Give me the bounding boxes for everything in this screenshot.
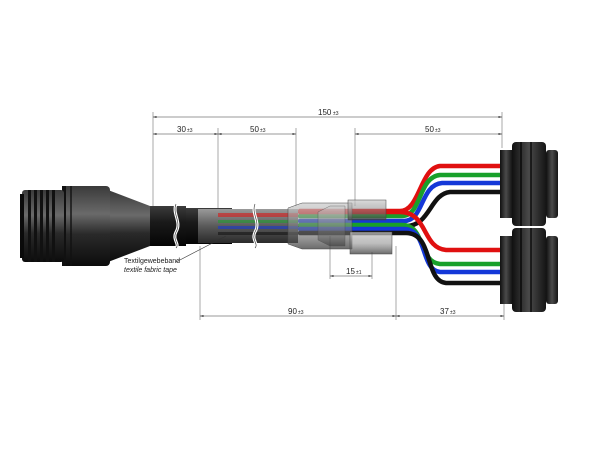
dim-30-value: 30: [177, 125, 186, 134]
dim-37-tol: ±3: [450, 310, 456, 316]
heat-shrink-sleeves: [287, 199, 393, 255]
dim-50-right-tol: ±3: [435, 128, 441, 134]
sleeve-inner: [317, 205, 346, 247]
wire-red-lower: [297, 209, 508, 253]
dim-30-tol: ±3: [187, 128, 193, 134]
left-connector-boot: [108, 190, 150, 262]
upper-socket-flange: [500, 150, 512, 218]
callout-label-de: Textilgewebeband: [124, 258, 180, 265]
dim-15-value: 15: [346, 267, 355, 276]
dim-90-tol: ±3: [298, 310, 304, 316]
callout-label-en: textile fabric tape: [124, 267, 177, 274]
dim-total-tol: ±3: [333, 111, 339, 117]
dimension-total: 150 ±3: [153, 108, 502, 119]
sleeve-lower-branch: [349, 231, 393, 255]
lower-socket-body: [512, 228, 546, 312]
dimension-50-left: 50 ±3: [218, 125, 296, 136]
dim-37-value: 37: [440, 307, 449, 316]
dim-15-tol: ±1: [356, 270, 362, 276]
lower-socket-cap: [546, 236, 558, 304]
wire-blue-upper: [297, 180, 508, 224]
dimension-90: 90 ±3: [200, 307, 396, 318]
callout-leader: [175, 235, 227, 263]
main-cable: [150, 203, 298, 250]
dimension-30: 30 ±3: [153, 125, 218, 136]
dimension-15: 15 ±1: [330, 267, 372, 278]
dimension-50-right: 50 ±3: [355, 125, 502, 136]
left-connector: [20, 186, 150, 266]
dimension-37: 37 ±3: [396, 307, 504, 318]
textile-tape-callout: Textilgewebeband textile fabric tape: [124, 235, 227, 274]
lower-socket-flange: [500, 236, 512, 304]
dim-90-value: 90: [288, 307, 297, 316]
wire-black-lower: [297, 230, 508, 286]
sleeve-upper-branch: [347, 199, 387, 221]
wire-bundle: [297, 163, 508, 286]
lower-socket: [500, 228, 558, 312]
dim-50-right-value: 50: [425, 125, 434, 134]
upper-socket: [500, 142, 558, 226]
upper-socket-cap: [546, 150, 558, 218]
dim-50-left-value: 50: [250, 125, 259, 134]
upper-socket-body: [512, 142, 546, 226]
left-connector-body: [62, 186, 110, 266]
wire-green-upper: [297, 172, 508, 219]
dim-50-left-tol: ±3: [260, 128, 266, 134]
dim-total-value: 150: [318, 108, 332, 117]
